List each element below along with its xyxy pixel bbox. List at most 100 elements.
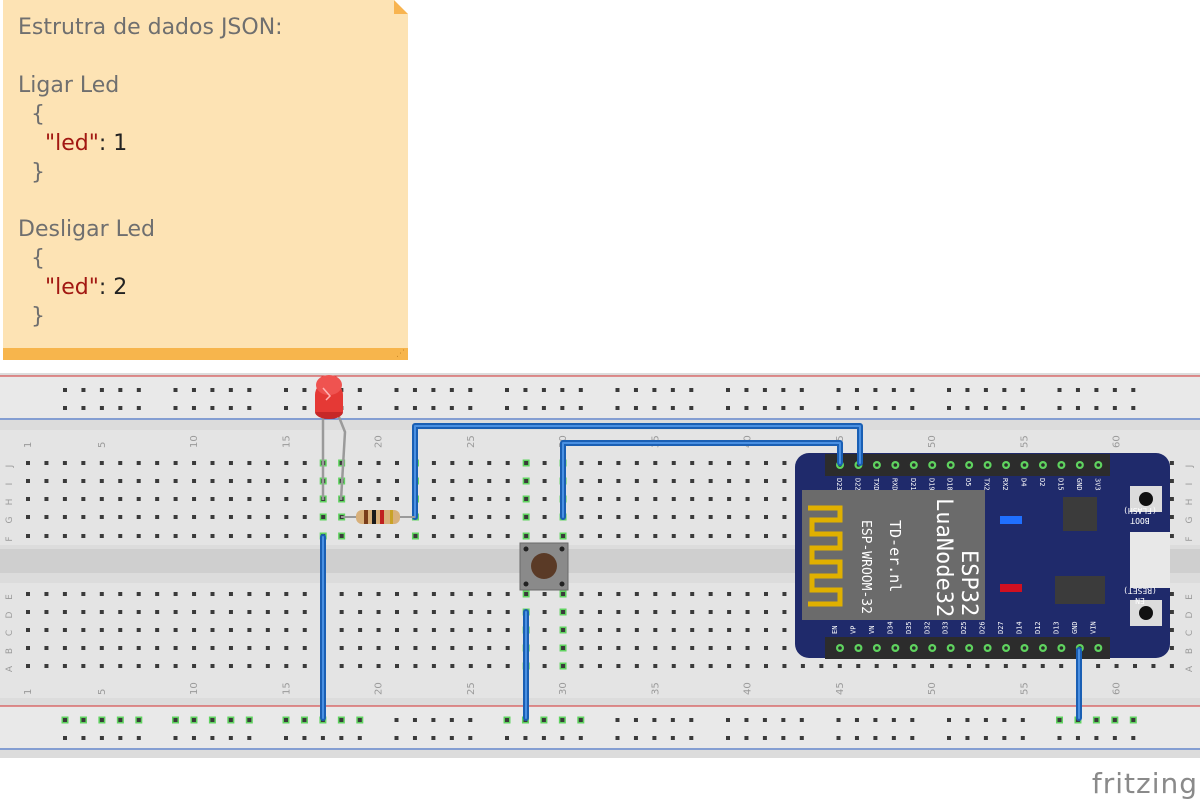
push-button-cap[interactable] [531,553,557,579]
usb-connector [1130,532,1170,588]
row-letter: C [1185,630,1195,636]
bottom-pin-label: D27 [997,621,1005,634]
top-pin-label: 3V3 [1093,478,1101,491]
top-pin-label: D2 [1038,478,1046,486]
top-pin-label: D23 [835,478,843,491]
note-corner-fold [394,0,408,14]
blue-status-led [1000,516,1022,524]
column-number-top: 10 [189,435,200,448]
note-on-pair: "led": 1 [45,131,127,157]
row-letter: B [1185,648,1195,654]
top-pin-label: RX2 [1001,478,1009,491]
note-on-close-brace: } [31,160,45,185]
column-number-bottom: 45 [835,682,846,695]
boot-label: BOOT [1130,516,1149,525]
row-letter: D [1185,611,1195,618]
column-number-bottom: 50 [927,682,938,695]
resistor[interactable] [341,510,415,524]
row-letter: I [1185,483,1195,486]
row-letter: J [1185,465,1195,469]
fritzing-logo: fritzing [1091,767,1198,800]
column-number-top: 5 [97,442,108,448]
bottom-pin-label: D13 [1052,621,1060,634]
column-number-bottom: 30 [558,682,569,695]
push-button[interactable] [519,542,569,591]
bottom-pin-label: D32 [923,621,931,634]
row-letter: F [5,536,15,541]
bottom-pin-label: VIN [1089,621,1097,634]
column-number-bottom: 20 [374,682,385,695]
top-pin-label: GND [1075,478,1083,491]
bottom-pin-label: D14 [1016,621,1024,634]
module-label: ESP-WROOM-32 [858,520,873,614]
row-letter: A [1185,665,1195,672]
row-letter: H [5,499,15,506]
bottom-pin-label: D33 [942,621,950,634]
column-number-bottom: 1 [23,689,34,695]
note-title: Estrutra de dados JSON: [18,15,283,40]
bottom-pin-label: D12 [1034,621,1042,634]
row-letter: B [5,648,15,654]
bottom-pin-label: D34 [886,621,894,634]
note-off-close-brace: } [31,304,45,329]
column-number-top: 15 [281,435,292,448]
top-pin-label: RXD [890,478,898,491]
bottom-pin-label: D35 [905,621,913,634]
wires[interactable] [320,423,1082,721]
note-on-value: 1 [113,131,128,156]
boot-button[interactable] [1139,492,1153,506]
resize-grip-icon[interactable]: ⋰ [396,349,405,359]
en-button[interactable] [1139,606,1153,620]
reset-label: (RESET) [1123,586,1157,595]
row-letter: I [5,483,15,486]
row-letter: C [5,630,15,636]
top-pin-label: TX2 [983,478,991,491]
column-number-bottom: 10 [189,682,200,695]
row-letter: D [5,611,15,618]
top-pin-label: D18 [946,478,954,491]
top-pin-label: TXD [872,478,880,491]
column-number-bottom: 15 [281,682,292,695]
top-pin-label: D5 [964,478,972,486]
antenna-trace [808,505,843,607]
note-on-label: Ligar Led [18,73,120,98]
row-letter: E [1185,594,1195,600]
top-pin-label: D19 [927,478,935,491]
column-number-top: 25 [466,435,477,448]
note-off-value: 2 [113,275,128,300]
column-number-bottom: 55 [1019,682,1030,695]
row-letter: A [5,665,15,672]
note-on-open-brace: { [31,102,45,127]
top-pin-label: D4 [1020,478,1028,486]
sticky-note: Estrutra de dados JSON: Ligar Led { "led… [3,0,408,360]
top-pin-label: D15 [1056,478,1064,491]
regulator-chip [1055,576,1105,604]
column-number-top: 1 [23,442,34,448]
note-off-key: "led" [45,275,99,300]
column-number-bottom: 35 [650,682,661,695]
bottom-pin-label: D25 [960,621,968,634]
maker-label: TD-er.nl [886,520,904,592]
red-power-led [1000,584,1022,592]
top-pin-label: D21 [909,478,917,491]
column-number-top: 20 [374,435,385,448]
red-led[interactable] [315,375,347,501]
column-number-bottom: 5 [97,689,108,695]
bottom-pin-label: GND [1071,621,1079,634]
row-letter: F [1185,536,1195,541]
board-name-line2: ESP32 [956,550,981,616]
row-letter: G [5,516,15,523]
note-off-open-brace: { [31,246,45,271]
flash-label: (FLASH) [1123,506,1157,515]
column-number-top: 50 [927,435,938,448]
note-off-label: Desligar Led [18,217,156,242]
wroom-module [802,490,985,620]
column-number-bottom: 40 [743,682,754,695]
en-label: EN [1135,596,1145,605]
note-bottom-bar: ⋰ [3,348,408,360]
top-pin-label: D22 [853,478,861,491]
note-on-key: "led" [45,131,99,156]
board-name-line1: LuaNode32 [931,498,956,617]
